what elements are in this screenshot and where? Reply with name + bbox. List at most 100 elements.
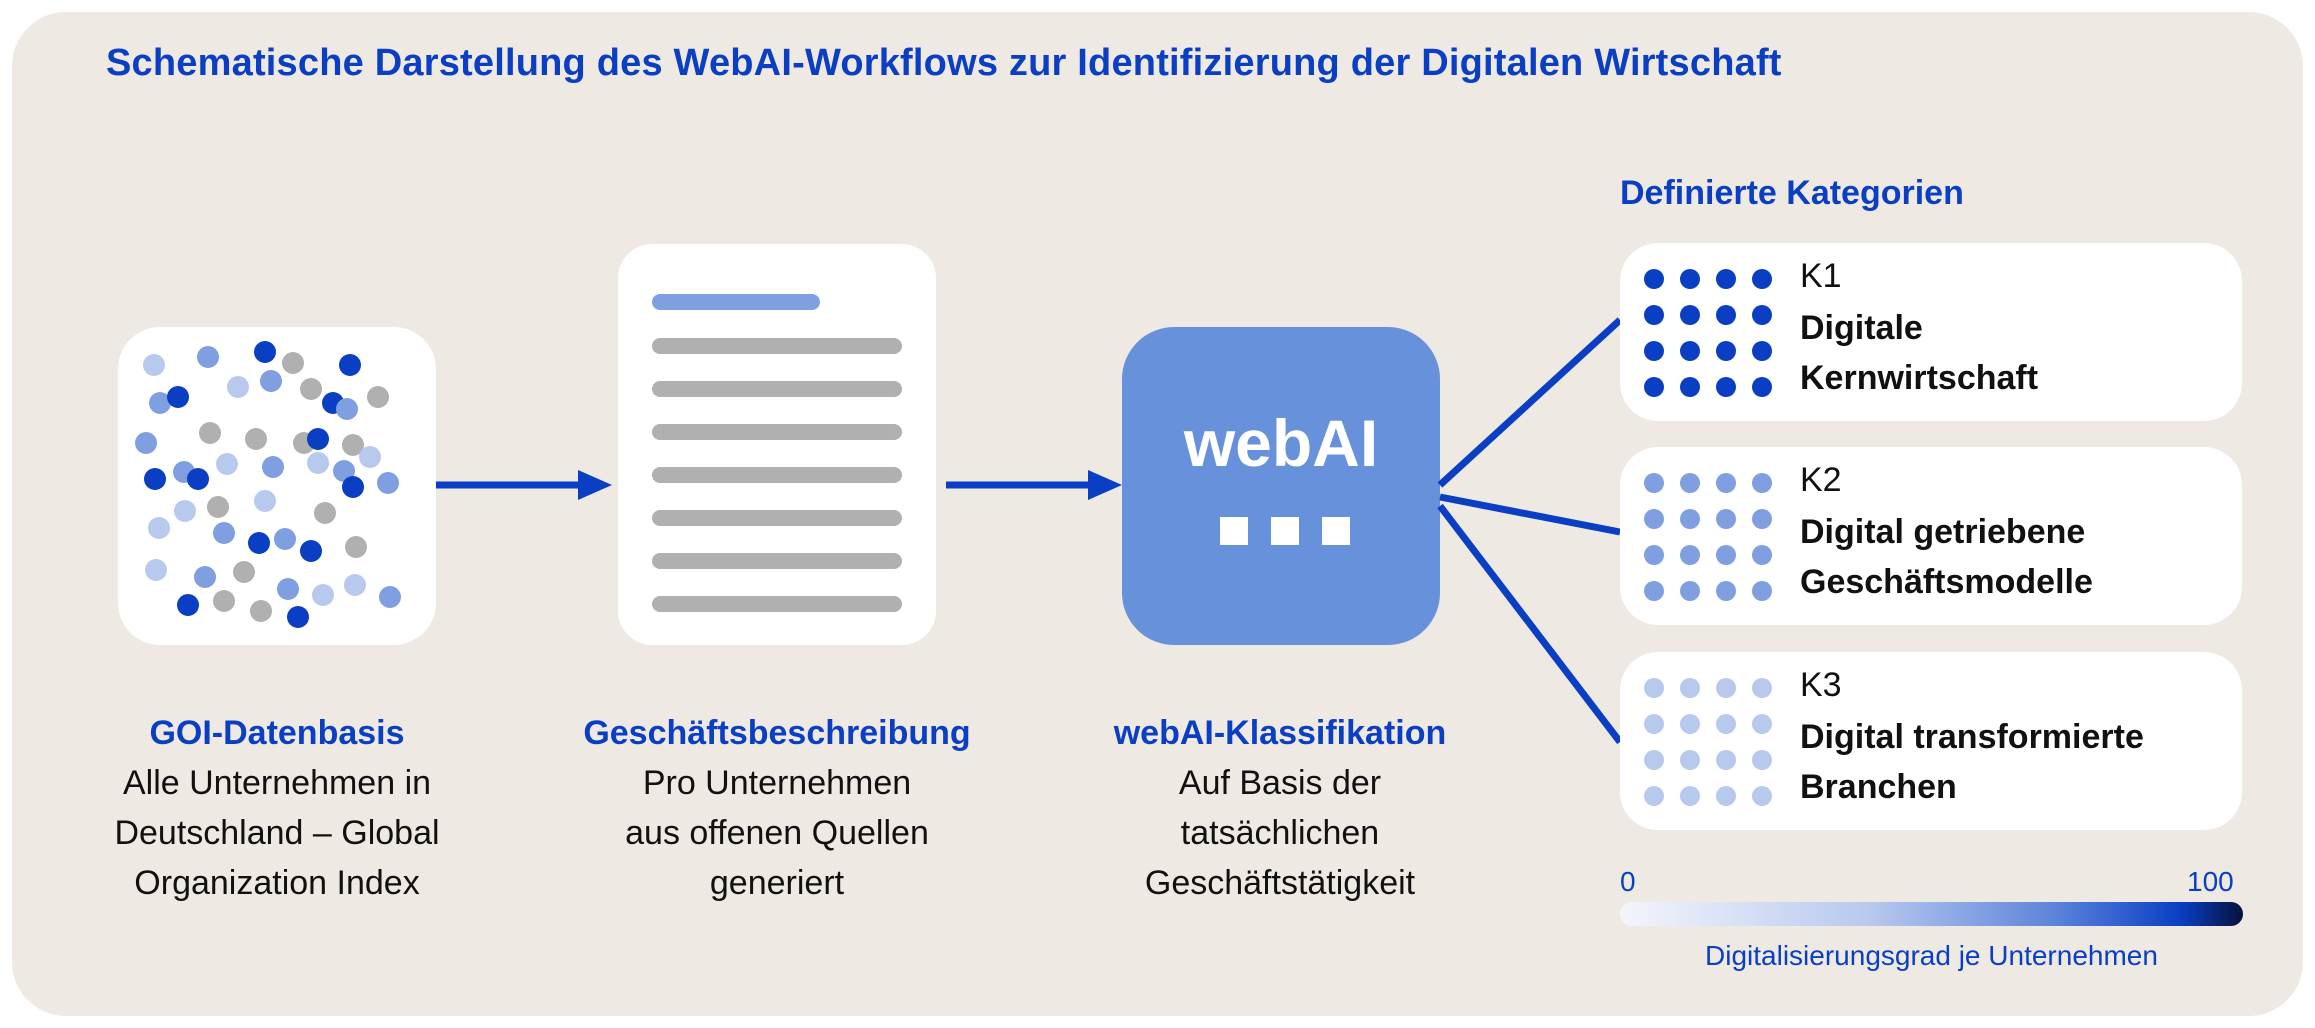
grid-dot xyxy=(1716,581,1736,601)
scale-max-label: 100 xyxy=(2187,866,2234,897)
dataset-dot xyxy=(377,472,399,494)
grid-dot xyxy=(1644,305,1664,325)
categories-heading: Definierte Kategorien xyxy=(1620,174,1964,212)
grid-dot xyxy=(1644,714,1664,734)
grid-dot xyxy=(1680,678,1700,698)
dot-grid-k2-icon xyxy=(1644,473,1772,601)
grid-dot xyxy=(1680,341,1700,361)
dataset-dot xyxy=(250,600,272,622)
dataset-dot xyxy=(359,446,381,468)
grid-dot xyxy=(1644,269,1664,289)
grid-dot xyxy=(1680,581,1700,601)
dataset-dot xyxy=(379,586,401,608)
dataset-dot xyxy=(254,490,276,512)
stage-goi-desc-line: Alle Unternehmen in xyxy=(122,764,432,802)
diagram-title: Schematische Darstellung des WebAI-Workf… xyxy=(106,42,1782,84)
stage-classification-label: webAI-Klassifikation xyxy=(1113,714,1447,752)
category-name-line: Digitale xyxy=(1800,309,1923,347)
dataset-dot xyxy=(143,354,165,376)
dataset-box xyxy=(118,327,436,645)
webai-label: webAI xyxy=(1183,406,1379,480)
dataset-dot xyxy=(248,532,270,554)
dataset-dot xyxy=(197,346,219,368)
grid-dot xyxy=(1752,581,1772,601)
dataset-dot xyxy=(314,502,336,524)
dataset-dot xyxy=(177,594,199,616)
grid-dot xyxy=(1680,786,1700,806)
document-lines-icon xyxy=(652,294,902,612)
dataset-dot xyxy=(213,522,235,544)
grid-dot xyxy=(1716,786,1736,806)
dataset-dot xyxy=(199,422,221,444)
dataset-dot xyxy=(336,398,358,420)
dataset-dot xyxy=(312,584,334,606)
dataset-dot xyxy=(344,574,366,596)
grid-dot xyxy=(1680,473,1700,493)
dataset-dot xyxy=(274,528,296,550)
category-card-k1: K1 Digitale Kernwirtschaft xyxy=(1620,243,2242,421)
grid-dot xyxy=(1716,678,1736,698)
dataset-dot xyxy=(300,540,322,562)
stage-description-label: Geschäftsbeschreibung xyxy=(583,714,971,752)
webai-box: webAI xyxy=(1122,327,1440,645)
dataset-dot xyxy=(135,432,157,454)
grid-dot xyxy=(1644,341,1664,361)
dataset-dots-icon xyxy=(135,341,401,628)
grid-dot xyxy=(1644,509,1664,529)
grid-dot xyxy=(1752,305,1772,325)
grid-dot xyxy=(1716,714,1736,734)
dataset-dot xyxy=(307,428,329,450)
grid-dot xyxy=(1680,269,1700,289)
category-name-line: Branchen xyxy=(1800,768,1957,806)
stage-classification-desc-line: tatsächlichen xyxy=(1180,814,1380,852)
grid-dot xyxy=(1752,714,1772,734)
document-box xyxy=(618,244,936,645)
category-name: Digital getriebene Geschäftsmodelle xyxy=(1800,507,2093,607)
grid-dot xyxy=(1716,509,1736,529)
category-name: Digital transformierte Branchen xyxy=(1800,712,2144,812)
grid-dot xyxy=(1644,545,1664,565)
scale-caption: Digitalisierungsgrad je Unternehmen xyxy=(1705,940,2158,971)
dataset-dot xyxy=(145,559,167,581)
grid-dot xyxy=(1752,377,1772,397)
grid-dot xyxy=(1752,473,1772,493)
stage-description-desc-line: generiert xyxy=(709,864,845,902)
category-code: K1 xyxy=(1800,257,1842,295)
grid-dot xyxy=(1644,750,1664,770)
stage-description: Geschäftsbeschreibung Pro Unternehmen au… xyxy=(517,708,1037,908)
stage-classification: webAI-Klassifikation Auf Basis der tatsä… xyxy=(1020,708,1540,908)
stage-goi-label: GOI-Datenbasis xyxy=(149,714,405,752)
category-name-line: Digital getriebene xyxy=(1800,513,2086,551)
stage-description-desc-line: aus offenen Quellen xyxy=(625,814,929,852)
category-code: K3 xyxy=(1800,666,1842,704)
grid-dot xyxy=(1680,545,1700,565)
stage-classification-desc-line: Geschäftstätigkeit xyxy=(1144,864,1416,902)
dataset-dot xyxy=(333,460,355,482)
grid-dot xyxy=(1752,678,1772,698)
dataset-dot xyxy=(227,376,249,398)
grid-dot xyxy=(1716,269,1736,289)
dataset-dot xyxy=(342,434,364,456)
dataset-dot xyxy=(167,386,189,408)
grid-dot xyxy=(1644,581,1664,601)
category-name: Digitale Kernwirtschaft xyxy=(1800,303,2038,403)
dataset-dot xyxy=(148,517,170,539)
grid-dot xyxy=(1752,786,1772,806)
dataset-dot xyxy=(300,378,322,400)
grid-dot xyxy=(1680,305,1700,325)
connector-k2 xyxy=(1439,493,1621,536)
grid-dot xyxy=(1716,545,1736,565)
scale-min-label: 0 xyxy=(1620,866,1636,897)
category-card-k2: K2 Digital getriebene Geschäftsmodelle xyxy=(1620,447,2242,625)
dataset-dot xyxy=(207,496,229,518)
dataset-dot xyxy=(194,566,216,588)
grid-dot xyxy=(1680,714,1700,734)
stage-goi-desc-line: Deutschland – Global xyxy=(114,814,440,852)
dataset-dot xyxy=(277,578,299,600)
grid-dot xyxy=(1716,750,1736,770)
dot-grid-k1-icon xyxy=(1644,269,1772,397)
dataset-dot xyxy=(367,386,389,408)
stage-goi: GOI-Datenbasis Alle Unternehmen in Deuts… xyxy=(17,708,537,908)
grid-dot xyxy=(1716,377,1736,397)
